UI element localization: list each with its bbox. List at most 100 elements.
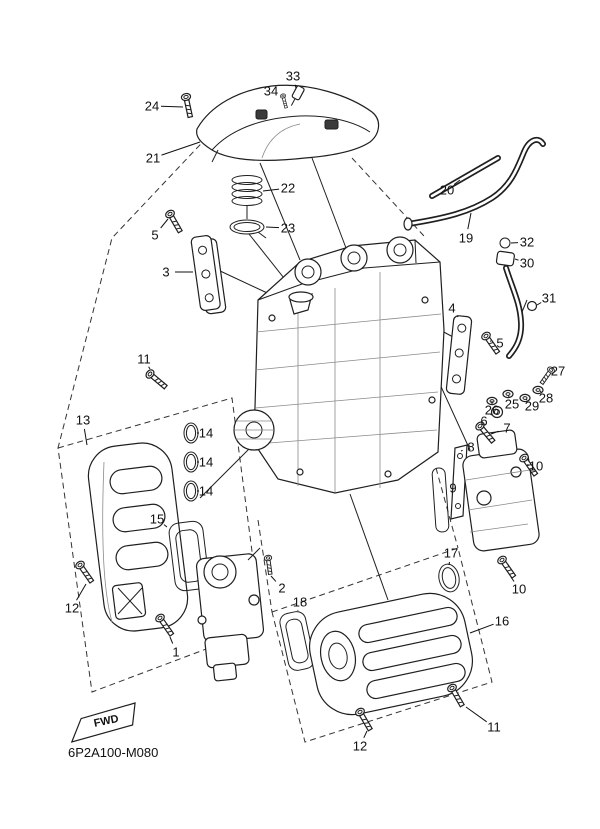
gasket-15-art xyxy=(168,520,210,592)
callout-leader-23 xyxy=(265,226,280,229)
bolt-5-left xyxy=(163,208,185,235)
callout-23: 23 xyxy=(281,221,295,236)
intake-silencer-cover-art xyxy=(196,84,380,163)
engine-block-art xyxy=(233,236,445,494)
callout-leader-8 xyxy=(460,449,463,452)
callout-leader-25 xyxy=(508,395,510,398)
callout-leader-12 xyxy=(363,730,368,739)
callout-5: 5 xyxy=(151,228,158,243)
spring-22-art xyxy=(231,175,263,206)
bolt-11-left xyxy=(143,367,170,392)
callout-13: 13 xyxy=(76,413,90,428)
callout-leader-11 xyxy=(465,706,487,723)
callout-17: 17 xyxy=(444,546,458,561)
callout-3: 3 xyxy=(162,265,169,280)
callout-leader-17 xyxy=(448,561,450,566)
callout-leader-11 xyxy=(148,366,151,370)
callout-leader-31 xyxy=(536,302,542,306)
callout-1: 1 xyxy=(172,645,179,660)
washers-art xyxy=(486,385,544,419)
callout-18: 18 xyxy=(293,595,307,610)
orings-14-art xyxy=(183,422,199,502)
callout-leader-24 xyxy=(160,105,184,108)
callout-9: 9 xyxy=(449,481,456,496)
intake-manifold-left-art xyxy=(87,442,189,632)
oring-14-b xyxy=(183,451,199,473)
callout-12: 12 xyxy=(65,601,79,616)
callout-leader-4 xyxy=(456,315,459,318)
callout-5: 5 xyxy=(496,336,503,351)
callout-27: 27 xyxy=(551,364,565,379)
callout-12: 12 xyxy=(353,739,367,754)
callout-26: 26 xyxy=(485,403,499,418)
callout-leader-12 xyxy=(76,583,87,601)
clamp-23-art xyxy=(229,219,267,239)
callout-33: 33 xyxy=(286,69,300,84)
callout-28: 28 xyxy=(539,391,553,406)
callout-leader-1 xyxy=(169,636,174,644)
callout-29: 29 xyxy=(525,399,539,414)
callout-10: 10 xyxy=(512,582,526,597)
callout-19: 19 xyxy=(459,231,473,246)
callout-11: 11 xyxy=(137,352,151,367)
callout-11: 11 xyxy=(487,720,501,735)
callout-leader-21 xyxy=(161,141,201,156)
fwd-flag: FWD xyxy=(70,702,136,743)
bracket-4-art xyxy=(445,315,473,395)
oring-14-a xyxy=(183,422,199,444)
diagram-code: 6P2A100-M080 xyxy=(68,745,158,760)
callout-24: 24 xyxy=(145,99,159,114)
carburetor-art xyxy=(195,547,265,682)
callout-leader-20 xyxy=(453,179,461,185)
callout-31: 31 xyxy=(542,291,556,306)
callout-8: 8 xyxy=(467,440,474,455)
oring-17-art xyxy=(438,563,460,593)
callout-14: 14 xyxy=(199,455,213,470)
fuel-pump-assembly-art xyxy=(431,429,540,552)
callout-leader-2 xyxy=(270,575,277,582)
callout-2: 2 xyxy=(278,581,285,596)
bolt-10-lower xyxy=(495,553,519,581)
intake-manifold-right-art xyxy=(309,592,473,716)
callout-leader-33 xyxy=(294,84,297,89)
sensor-33-art xyxy=(290,85,305,106)
callout-leader-6 xyxy=(490,413,493,416)
callout-7: 7 xyxy=(503,421,510,436)
hoses-art xyxy=(403,136,546,359)
callout-10: 10 xyxy=(529,459,543,474)
grommet-6-art xyxy=(490,405,504,419)
gasket-18-art xyxy=(279,611,315,671)
callout-25: 25 xyxy=(505,397,519,412)
callout-22: 22 xyxy=(281,181,295,196)
callout-leader-5 xyxy=(160,218,169,229)
callout-32: 32 xyxy=(520,235,534,250)
callout-leader-13 xyxy=(83,428,88,446)
callout-30: 30 xyxy=(520,256,534,271)
fwd-label: FWD xyxy=(93,713,120,730)
hose-clamp-31-art xyxy=(521,299,538,313)
callout-14: 14 xyxy=(199,426,213,441)
callout-leader-22 xyxy=(262,188,280,192)
callout-15: 15 xyxy=(150,512,164,527)
callout-leader-16 xyxy=(469,623,494,634)
callout-6: 6 xyxy=(480,414,487,429)
callout-20: 20 xyxy=(440,183,454,198)
callout-14: 14 xyxy=(199,484,213,499)
callout-leader-19 xyxy=(467,212,472,230)
callout-leader-15 xyxy=(163,524,168,528)
callout-leader-29 xyxy=(525,398,528,401)
callout-leader-28 xyxy=(539,390,542,393)
oring-14-c xyxy=(183,480,199,502)
callout-leader-30 xyxy=(514,258,519,261)
callout-16: 16 xyxy=(495,614,509,629)
bolt-11-right xyxy=(445,682,467,709)
callout-34: 34 xyxy=(264,84,278,99)
callout-4: 4 xyxy=(448,301,455,316)
bolt-24 xyxy=(180,92,196,119)
callout-21: 21 xyxy=(146,151,160,166)
callout-leader-7 xyxy=(490,430,499,435)
bolt-12-left xyxy=(73,558,97,586)
